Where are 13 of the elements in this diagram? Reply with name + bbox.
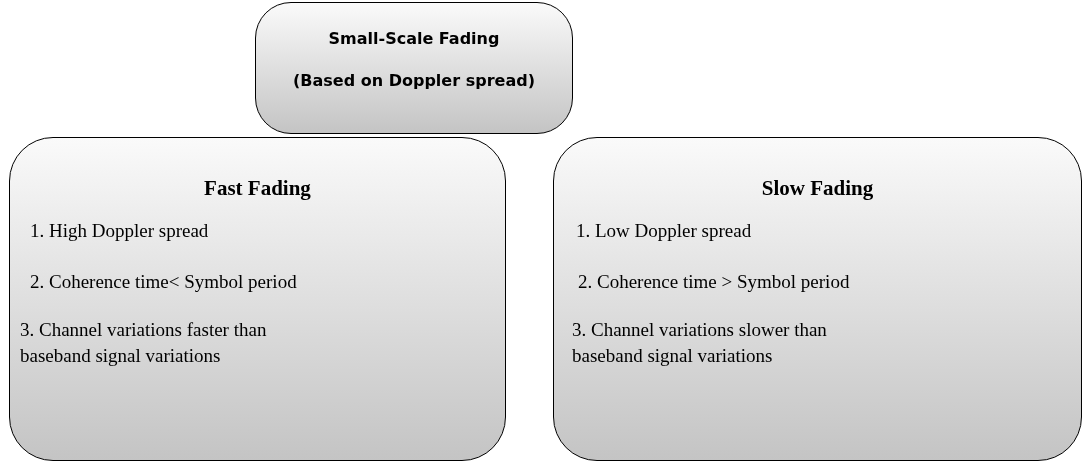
- subcategory-box: [9, 137, 506, 461]
- heading: Small-Scale Fading: [327, 29, 501, 48]
- subheading: (Based on Doppler spread): [292, 71, 536, 90]
- list-item: 1. High Doppler spread: [30, 220, 209, 242]
- list-item: 2. Coherence time > Symbol period: [578, 271, 850, 293]
- subcategory-box: [553, 137, 1082, 461]
- heading: Slow Fading: [760, 176, 875, 201]
- list-item: 1. Low Doppler spread: [576, 220, 752, 242]
- list-item: 3. Channel variations slower than baseband signal variations: [572, 318, 828, 368]
- heading: Fast Fading: [203, 176, 312, 201]
- list-item: 3. Channel variations faster than baseband signal variations: [20, 318, 268, 368]
- category-box: [255, 2, 573, 134]
- list-item: 2. Coherence time< Symbol period: [30, 271, 297, 293]
